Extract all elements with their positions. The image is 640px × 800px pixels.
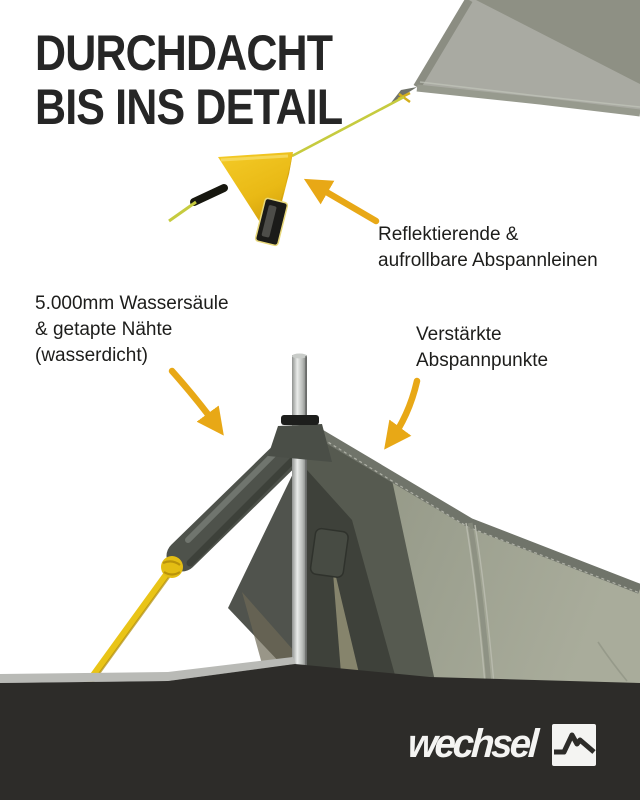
title-line-2: BIS INS DETAIL — [35, 79, 343, 135]
guyline — [291, 95, 405, 158]
brand-wordmark: wechsel — [406, 722, 538, 766]
arrow-to-winder-icon — [303, 178, 380, 225]
tent-photo — [81, 353, 640, 691]
line-winder — [168, 152, 293, 247]
callout-line: Verstärkte — [416, 324, 502, 345]
callout-reinforced-guypoints: Verstärkte Abspannpunkte — [416, 322, 548, 374]
guyout-flap — [309, 527, 349, 578]
mountain-icon — [551, 723, 596, 766]
callout-line: (wasserdicht) — [35, 344, 148, 366]
callout-line: Abspannpunkte — [416, 349, 549, 371]
callout-line: aufrollbare Abspannleinen — [378, 249, 598, 271]
page-title: DURCHDACHT BIS INS DETAIL — [35, 26, 392, 134]
arrow-to-sleeve-icon — [168, 367, 224, 436]
callout-line: Reflektierende & — [378, 224, 519, 245]
canopy-seam — [467, 522, 492, 685]
arrow-to-ridge-icon — [384, 377, 421, 450]
callout-reflective-guylines: Reflektierende & aufrollbare Abspannlein… — [378, 222, 598, 274]
callout-waterproof-seams: 5.000mm Wassersäule & getapte Nähte (was… — [35, 291, 229, 368]
wechsel-logo: wechsel — [406, 722, 597, 767]
tent-pole — [292, 353, 307, 686]
tarp-corner-photo — [390, 0, 640, 117]
title-line-1: DURCHDACHT — [35, 25, 333, 81]
guy-cord — [81, 556, 183, 691]
callout-line: 5.000mm Wassersäule — [35, 293, 229, 314]
cord-toggle — [190, 184, 228, 206]
pole-clamp — [281, 415, 319, 425]
peak-wrap — [268, 424, 332, 462]
guyline-end — [168, 200, 197, 223]
ground-band — [0, 657, 640, 800]
callout-line: & getapte Nähte — [35, 318, 173, 340]
